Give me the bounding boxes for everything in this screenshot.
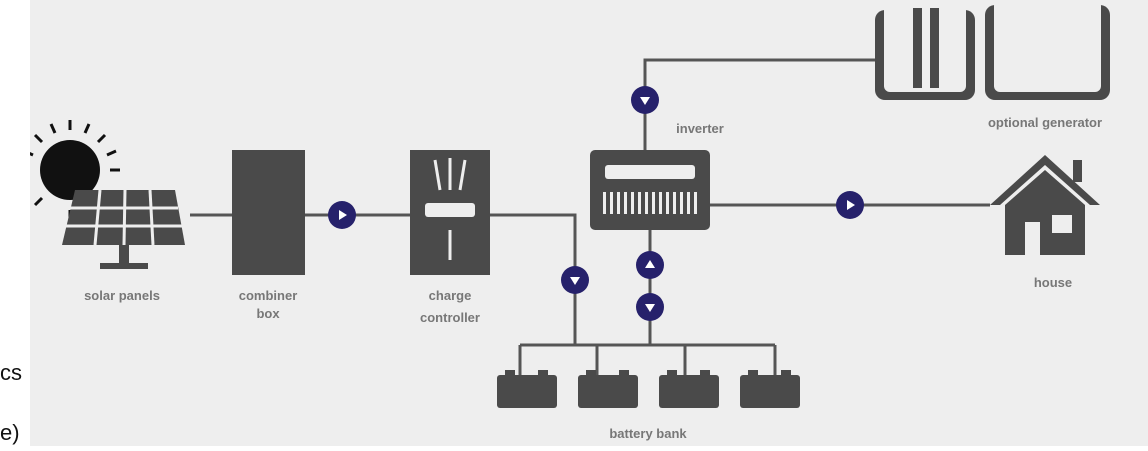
cropped-text-line1: cs (0, 360, 22, 385)
label-solar-panels: solar panels (84, 288, 160, 303)
label-battery-bank: battery bank (609, 426, 687, 441)
flow-dot-generator-inverter (631, 86, 659, 114)
flow-dot-controller-battery (561, 266, 589, 294)
battery-icon (740, 370, 800, 408)
flow-dot-inverter-house (836, 191, 864, 219)
flow-dot-inverter-battery (636, 293, 664, 321)
wire-controller-battery (490, 213, 577, 345)
label-combiner-line2: box (256, 306, 280, 321)
label-controller-line2: controller (420, 310, 480, 325)
generator-icon (875, 0, 1110, 100)
house-icon (990, 155, 1100, 255)
label-inverter: inverter (676, 121, 724, 136)
battery-icon (578, 370, 638, 408)
cropped-text-line2: e) (0, 420, 20, 445)
solar-panel-icon (62, 189, 185, 269)
combiner-box (232, 150, 305, 275)
flow-dot-combiner-controller (328, 201, 356, 229)
wire-inverter-generator (643, 58, 875, 150)
label-optional-generator: optional generator (988, 115, 1102, 130)
flow-dot-battery-inverter (636, 251, 664, 279)
charge-controller (410, 150, 490, 275)
battery-bank (497, 370, 800, 408)
battery-icon (497, 370, 557, 408)
label-controller-line1: charge (429, 288, 472, 303)
left-margin-strip (0, 0, 30, 446)
label-combiner-line1: combiner (239, 288, 298, 303)
label-house: house (1034, 275, 1072, 290)
inverter (590, 150, 710, 230)
battery-icon (659, 370, 719, 408)
